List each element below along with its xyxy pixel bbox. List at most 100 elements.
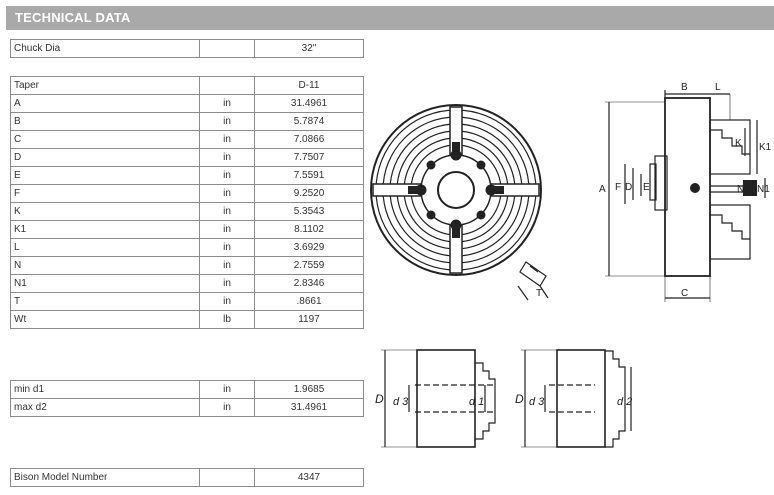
dim-label-c: C	[681, 288, 688, 299]
dim-label-d1: d 1	[469, 396, 484, 408]
row-unit: in	[199, 220, 255, 239]
row-unit: in	[199, 202, 255, 221]
dim-label-d-left: D	[375, 392, 384, 406]
row-unit: in	[199, 274, 255, 293]
row-value: 7.0866	[254, 130, 364, 149]
dim-label-d2: d 2	[617, 396, 632, 408]
row-label: K	[10, 202, 200, 221]
row-value: 8.1102	[254, 220, 364, 239]
row-unit: in	[199, 148, 255, 167]
chuck-front-view-drawing: T	[370, 104, 549, 301]
row-label: T	[10, 292, 200, 311]
row-unit: in	[199, 130, 255, 149]
row-label: K1	[10, 220, 200, 239]
chuck-side-view-drawing: B L K K1 A F D E N N1 C	[599, 82, 772, 302]
dim-label-d-right: D	[515, 392, 524, 406]
dim-label-k: K	[735, 138, 742, 149]
row-unit: in	[199, 238, 255, 257]
table-row: Chuck Dia 32"	[10, 39, 364, 58]
row-unit: in	[199, 184, 255, 203]
row-value: 7.5591	[254, 166, 364, 185]
row-value: 1.9685	[254, 380, 364, 399]
row-label: C	[10, 130, 200, 149]
row-unit: in	[199, 398, 255, 417]
row-unit: in	[199, 292, 255, 311]
row-label: E	[10, 166, 200, 185]
row-unit	[199, 468, 255, 487]
dim-label-n1: N1	[757, 184, 770, 195]
row-value: 3.6929	[254, 238, 364, 257]
dim-label-a: A	[599, 184, 606, 195]
row-label: D	[10, 148, 200, 167]
dim-label-f: F	[615, 182, 621, 193]
dim-label-e: E	[643, 182, 650, 193]
row-unit: lb	[199, 310, 255, 329]
dim-label-n: N	[737, 184, 744, 195]
row-label: Taper	[10, 76, 200, 95]
capacity-drawing-d2: D d 3 d 2	[515, 349, 632, 448]
row-unit: in	[199, 166, 255, 185]
row-label: Chuck Dia	[10, 39, 200, 58]
row-label: N1	[10, 274, 200, 293]
chuck-dia-table: Chuck Dia 32"	[10, 39, 364, 58]
dim-label-d3-left: d 3	[393, 396, 409, 408]
row-value: 32"	[254, 39, 364, 58]
row-label: F	[10, 184, 200, 203]
row-value: 31.4961	[254, 94, 364, 113]
table-row: Bison Model Number 4347	[10, 468, 364, 487]
row-label: A	[10, 94, 200, 113]
row-value: 4347	[254, 468, 364, 487]
row-value: 7.7507	[254, 148, 364, 167]
row-value: 2.7559	[254, 256, 364, 275]
row-value: 5.3543	[254, 202, 364, 221]
row-unit: in	[199, 94, 255, 113]
row-value: 31.4961	[254, 398, 364, 417]
table-row: Taper D-11	[10, 76, 364, 95]
section-title: TECHNICAL DATA	[15, 10, 131, 25]
dim-label-t: T	[536, 288, 542, 299]
row-label: N	[10, 256, 200, 275]
row-label: L	[10, 238, 200, 257]
row-value: D-11	[254, 76, 364, 95]
row-label: max d2	[10, 398, 200, 417]
row-unit: in	[199, 256, 255, 275]
row-value: 1197	[254, 310, 364, 329]
section-header: TECHNICAL DATA	[6, 6, 774, 30]
row-value: 5.7874	[254, 112, 364, 131]
dim-label-d: D	[625, 182, 632, 193]
row-unit: in	[199, 112, 255, 131]
capacity-drawing-d1: D d 3 d 1	[375, 349, 496, 448]
row-value: 2.8346	[254, 274, 364, 293]
row-unit	[199, 76, 255, 95]
row-unit	[199, 39, 255, 58]
row-unit: in	[199, 380, 255, 399]
dim-label-l: L	[715, 82, 721, 93]
row-label: Wt	[10, 310, 200, 329]
row-label: B	[10, 112, 200, 131]
row-label: Bison Model Number	[10, 468, 200, 487]
dim-label-b: B	[681, 82, 688, 93]
dim-label-k1: K1	[759, 142, 772, 153]
model-number-table: Bison Model Number 4347	[10, 468, 364, 487]
dim-label-d3-right: d 3	[529, 396, 545, 408]
row-label: min d1	[10, 380, 200, 399]
row-value: 9.2520	[254, 184, 364, 203]
row-value: .8661	[254, 292, 364, 311]
